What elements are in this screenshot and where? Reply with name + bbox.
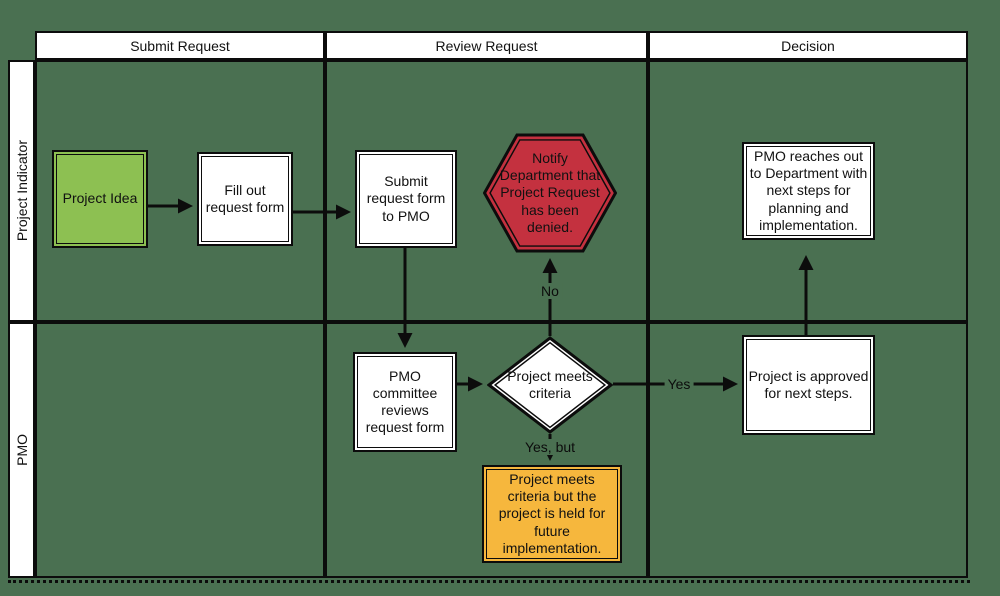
- lane-cell-submit-pmo: [35, 322, 325, 578]
- node-notify-denied-hexagon: Notify Department that Project Request h…: [483, 133, 617, 253]
- lane-cell-decision-pmo: [648, 322, 968, 578]
- lane-cell-review-pmo: [325, 322, 648, 578]
- node-pmo-reaches-out: PMO reaches out to Department with next …: [742, 142, 875, 240]
- node-project-idea: Project Idea: [52, 150, 148, 248]
- node-fill-out-request-form: Fill out request form: [197, 152, 293, 246]
- node-label: Project meets criteria but the project i…: [498, 471, 606, 556]
- node-label: Project meets criteria: [507, 367, 593, 401]
- row-header-pmo: PMO: [8, 322, 35, 578]
- node-held-for-future: Project meets criteria but the project i…: [482, 465, 622, 563]
- node-label: Submit request form to PMO: [366, 173, 446, 224]
- lane-cell-decision-indicator: [648, 60, 968, 322]
- node-label: Fill out request form: [205, 181, 285, 215]
- diamond-inner-outline: [493, 341, 607, 429]
- diamond-outline: [487, 336, 613, 434]
- node-label: PMO committee reviews request form: [365, 367, 445, 436]
- edge-label-no: No: [538, 283, 562, 299]
- node-project-meets-criteria-diamond: Project meets criteria: [487, 336, 613, 434]
- row-header-label: PMO: [13, 434, 30, 466]
- row-header-project-indicator: Project Indicator: [8, 60, 35, 322]
- row-header-label: Project Indicator: [13, 140, 30, 242]
- column-header-review-request: Review Request: [325, 31, 648, 60]
- column-header-label: Decision: [781, 37, 835, 54]
- node-pmo-committee-reviews: PMO committee reviews request form: [353, 352, 457, 452]
- node-label: Notify Department that Project Request h…: [499, 150, 601, 235]
- column-header-label: Review Request: [435, 37, 538, 54]
- edge-label-yes-but: Yes, but: [521, 439, 579, 455]
- column-header-submit-request: Submit Request: [35, 31, 325, 60]
- hexagon-inner-outline: [489, 139, 611, 247]
- column-header-label: Submit Request: [130, 37, 230, 54]
- lane-cell-review-indicator: [325, 60, 648, 322]
- edge-label-yes: Yes: [664, 376, 694, 392]
- lane-cell-submit-indicator: [35, 60, 325, 322]
- page-boundary-dotted-line: [8, 580, 970, 583]
- node-project-approved: Project is approved for next steps.: [742, 335, 875, 435]
- node-label: PMO reaches out to Department with next …: [749, 148, 868, 233]
- column-header-decision: Decision: [648, 31, 968, 60]
- diamond-shape: [487, 336, 613, 434]
- hexagon-outline: [483, 133, 617, 253]
- node-label: Project is approved for next steps.: [748, 367, 869, 401]
- hexagon-shape: [483, 133, 617, 253]
- node-label: Project Idea: [62, 190, 138, 207]
- node-submit-request-form-to-pmo: Submit request form to PMO: [355, 150, 457, 248]
